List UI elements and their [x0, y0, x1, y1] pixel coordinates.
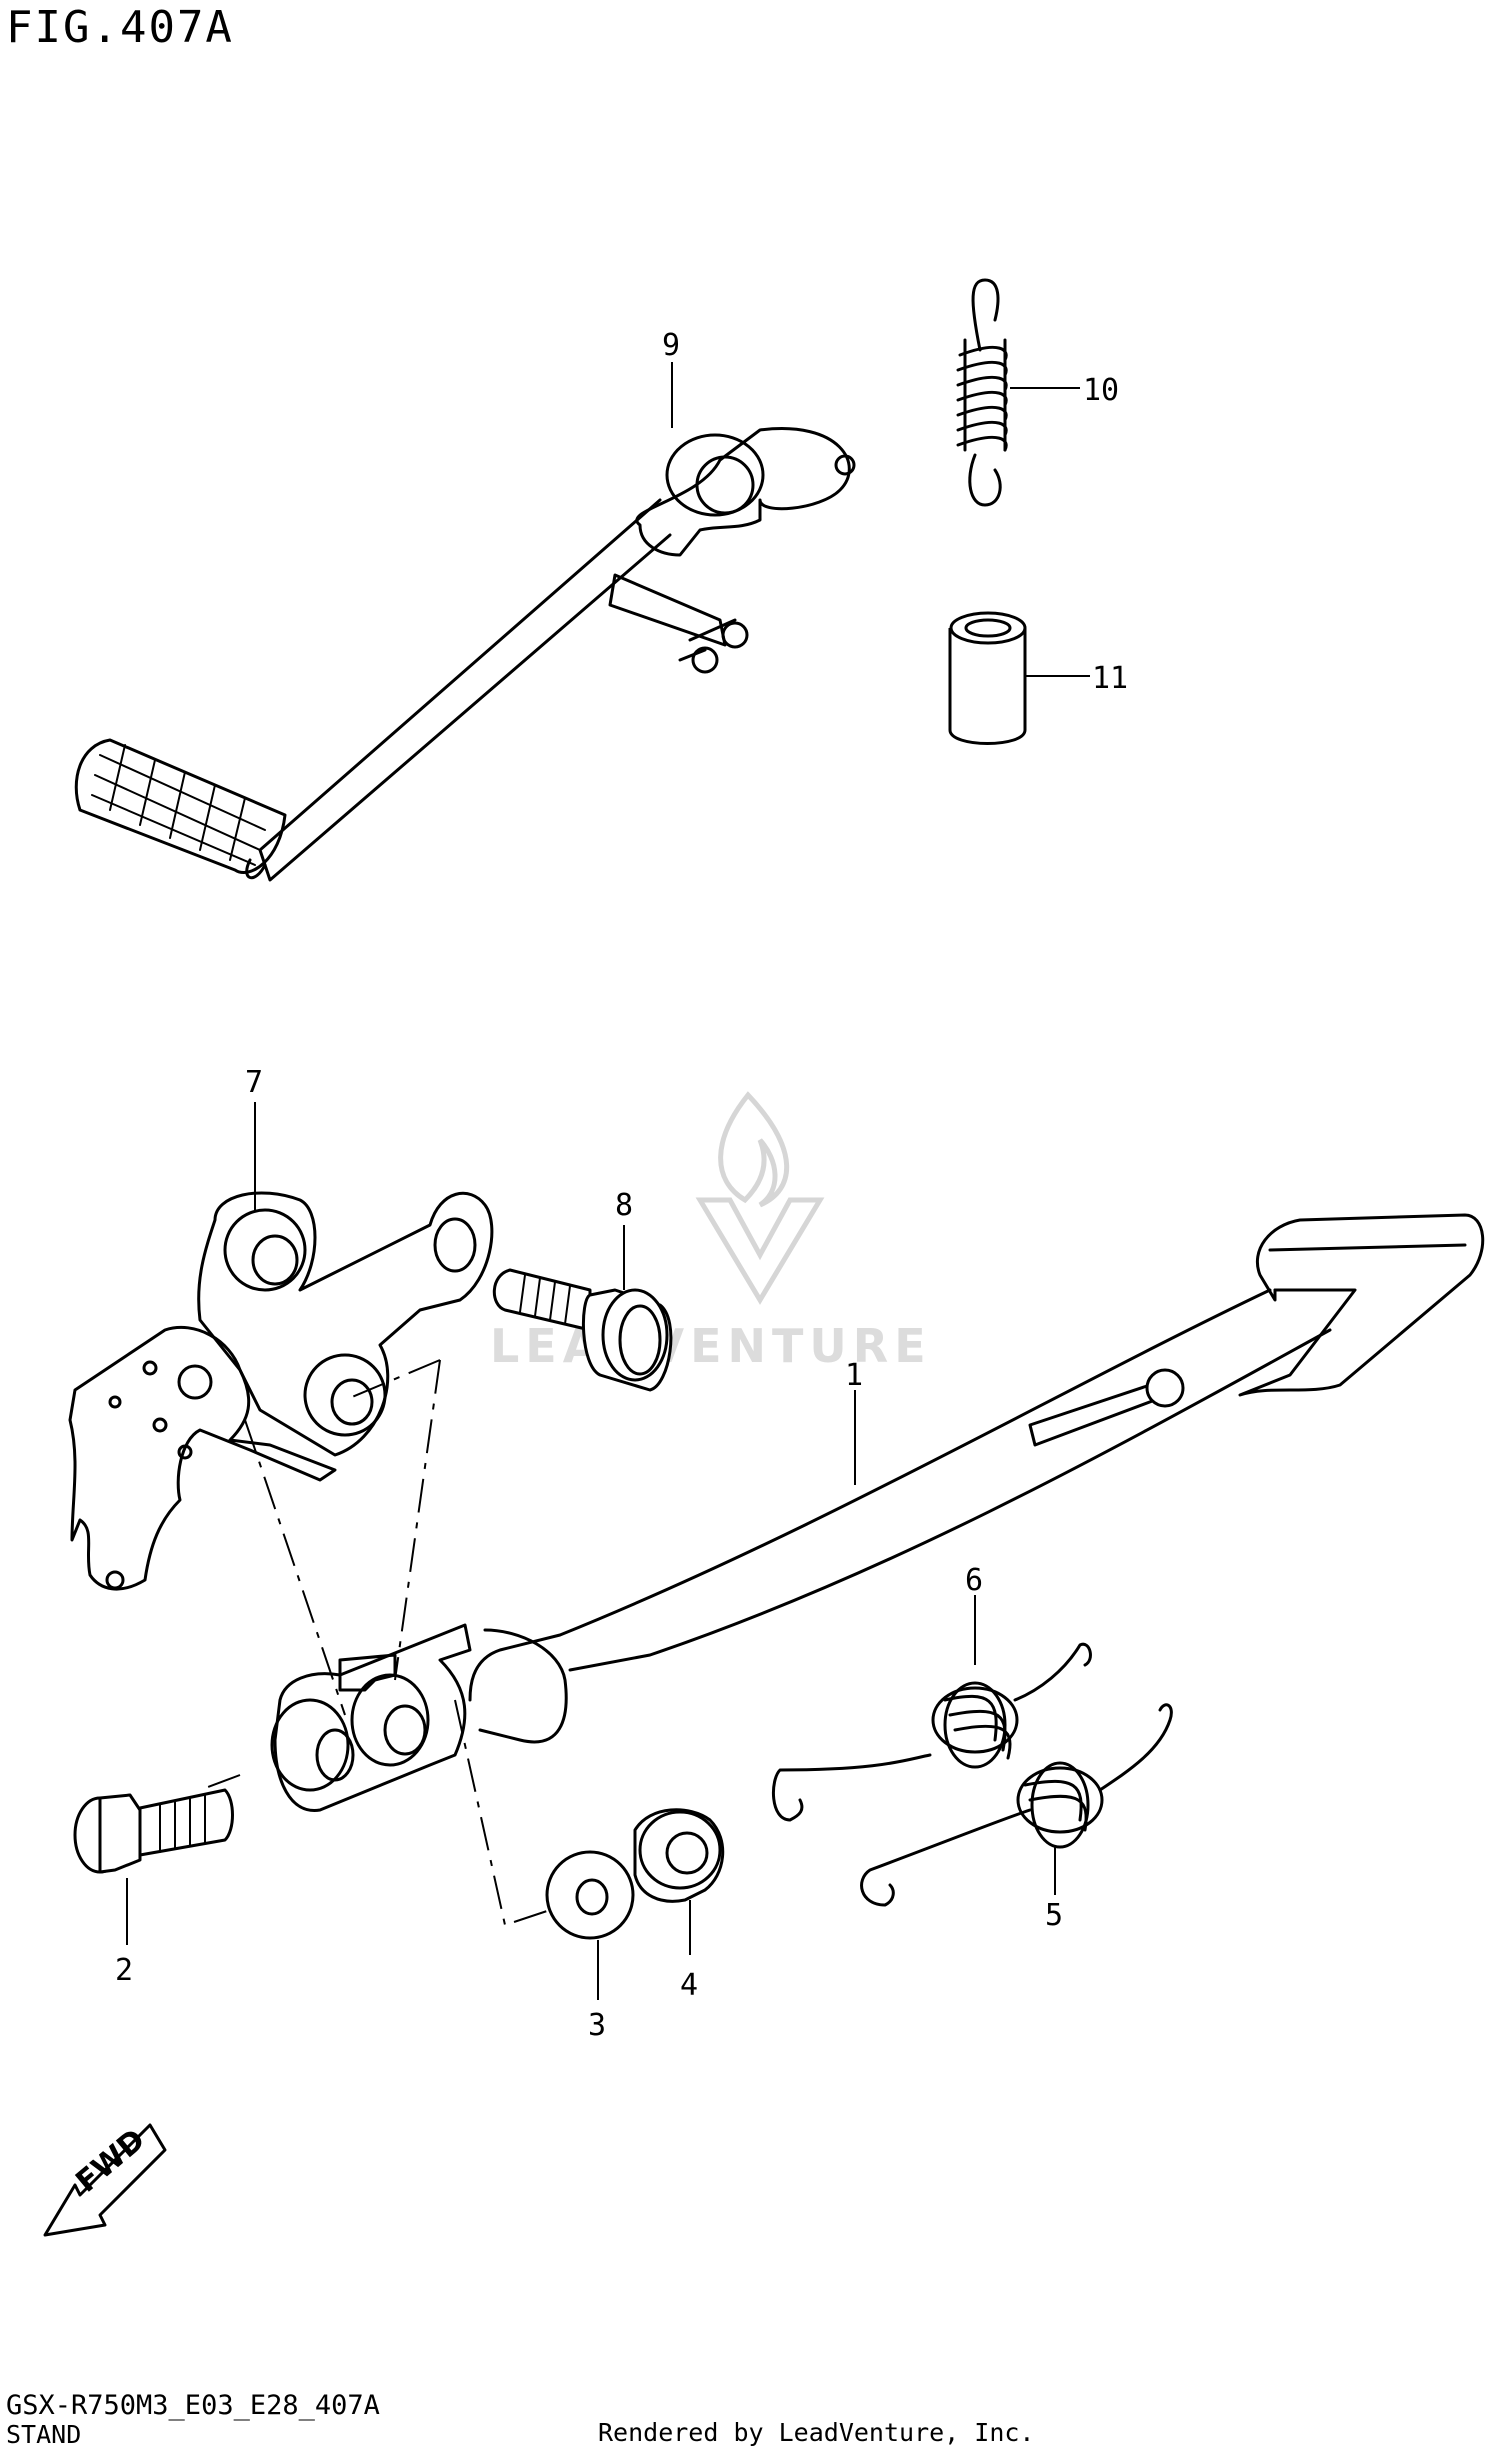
part-10-spring: 10	[956, 278, 1119, 507]
watermark-v-icon	[695, 1197, 825, 1305]
callout-9: 9	[662, 328, 680, 363]
callout-10: 10	[1083, 373, 1119, 408]
part-2-pivot-bolt: 2	[73, 1788, 234, 1988]
callout-6: 6	[965, 1563, 983, 1598]
callout-7: 7	[245, 1065, 263, 1100]
callout-3: 3	[588, 2008, 606, 2043]
callout-4: 4	[680, 1968, 698, 2003]
watermark-text: LEADVENTURE	[490, 1319, 932, 1373]
assembly-guide-lines	[199, 1359, 551, 1927]
callout-1: 1	[845, 1358, 863, 1393]
rendered-by: Rendered by LeadVenture, Inc.	[598, 2418, 1035, 2447]
watermark: LEADVENTURE	[490, 1091, 932, 1373]
part-6-spring: 6	[771, 1563, 1092, 1822]
fwd-arrow: FWD	[43, 2122, 167, 2237]
figure-title: FIG.407A	[6, 2, 234, 53]
part-5-spring: 5	[860, 1703, 1173, 1933]
callout-9-group: 9	[662, 328, 680, 428]
part-4-nut: 4	[633, 1808, 725, 2003]
callout-11: 11	[1092, 661, 1128, 696]
part-11-collar: 11	[948, 611, 1128, 745]
model-code: GSX-R750M3_E03_E28_407A	[6, 2390, 380, 2421]
part-7-bracket: 7	[68, 1065, 494, 1591]
part-8-bolt: 8	[492, 1188, 673, 1392]
section-name: STAND	[6, 2420, 82, 2449]
callout-5: 5	[1045, 1898, 1063, 1933]
fwd-arrow-icon	[43, 2123, 167, 2237]
callout-2: 2	[115, 1953, 133, 1988]
part-1-stand: 1	[270, 1213, 1485, 1812]
part-3-washer: 3	[545, 1850, 635, 2043]
callout-8: 8	[615, 1188, 633, 1223]
part-9-pedal	[74, 427, 856, 882]
watermark-flame-icon	[718, 1091, 790, 1208]
